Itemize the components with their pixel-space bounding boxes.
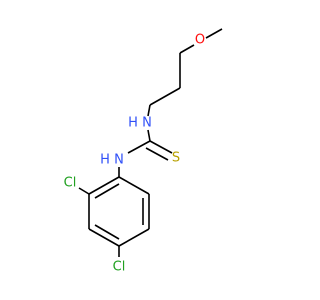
ring-bond-4 — [88, 228, 120, 247]
nitrogen-upper-hydrogen-label: H — [128, 116, 138, 131]
bonds — [78, 28, 223, 257]
nitrogen-upper-label: N — [142, 116, 152, 131]
ring-bond-6 — [88, 176, 120, 195]
structure-canvas: O N H N H S Cl Cl — [64, 28, 223, 275]
ring-bond-4-inner — [94, 224, 120, 240]
nitrogen-lower-label: N — [114, 153, 124, 168]
bond-ch2-nh — [147, 104, 151, 117]
ring-bond-3 — [118, 228, 150, 247]
nitrogen-lower-hydrogen-label: H — [100, 153, 110, 168]
ring-bond-1 — [118, 176, 150, 195]
molecule-diagram: O N H N H S Cl Cl — [64, 28, 223, 275]
bond-o-ch2 — [179, 44, 195, 54]
bond-c-s-1 — [149, 140, 173, 154]
chlorine-ortho-label: Cl — [64, 176, 77, 191]
bond-c-nh-lower — [127, 140, 151, 154]
sulfur-atom-label: S — [172, 151, 180, 166]
bond-methyl-o — [205, 28, 223, 39]
bond-ch2-ch2-b — [149, 87, 181, 106]
oxygen-atom-label: O — [195, 33, 205, 48]
bond-ring-cl-ortho — [78, 187, 90, 195]
bond-c-s-2 — [145, 147, 169, 161]
ring-bond-6-inner — [94, 183, 120, 199]
atom-labels: O N H N H S Cl Cl — [64, 33, 205, 275]
chlorine-para-label: Cl — [113, 260, 126, 275]
bond-nh-c-upper — [147, 129, 151, 142]
